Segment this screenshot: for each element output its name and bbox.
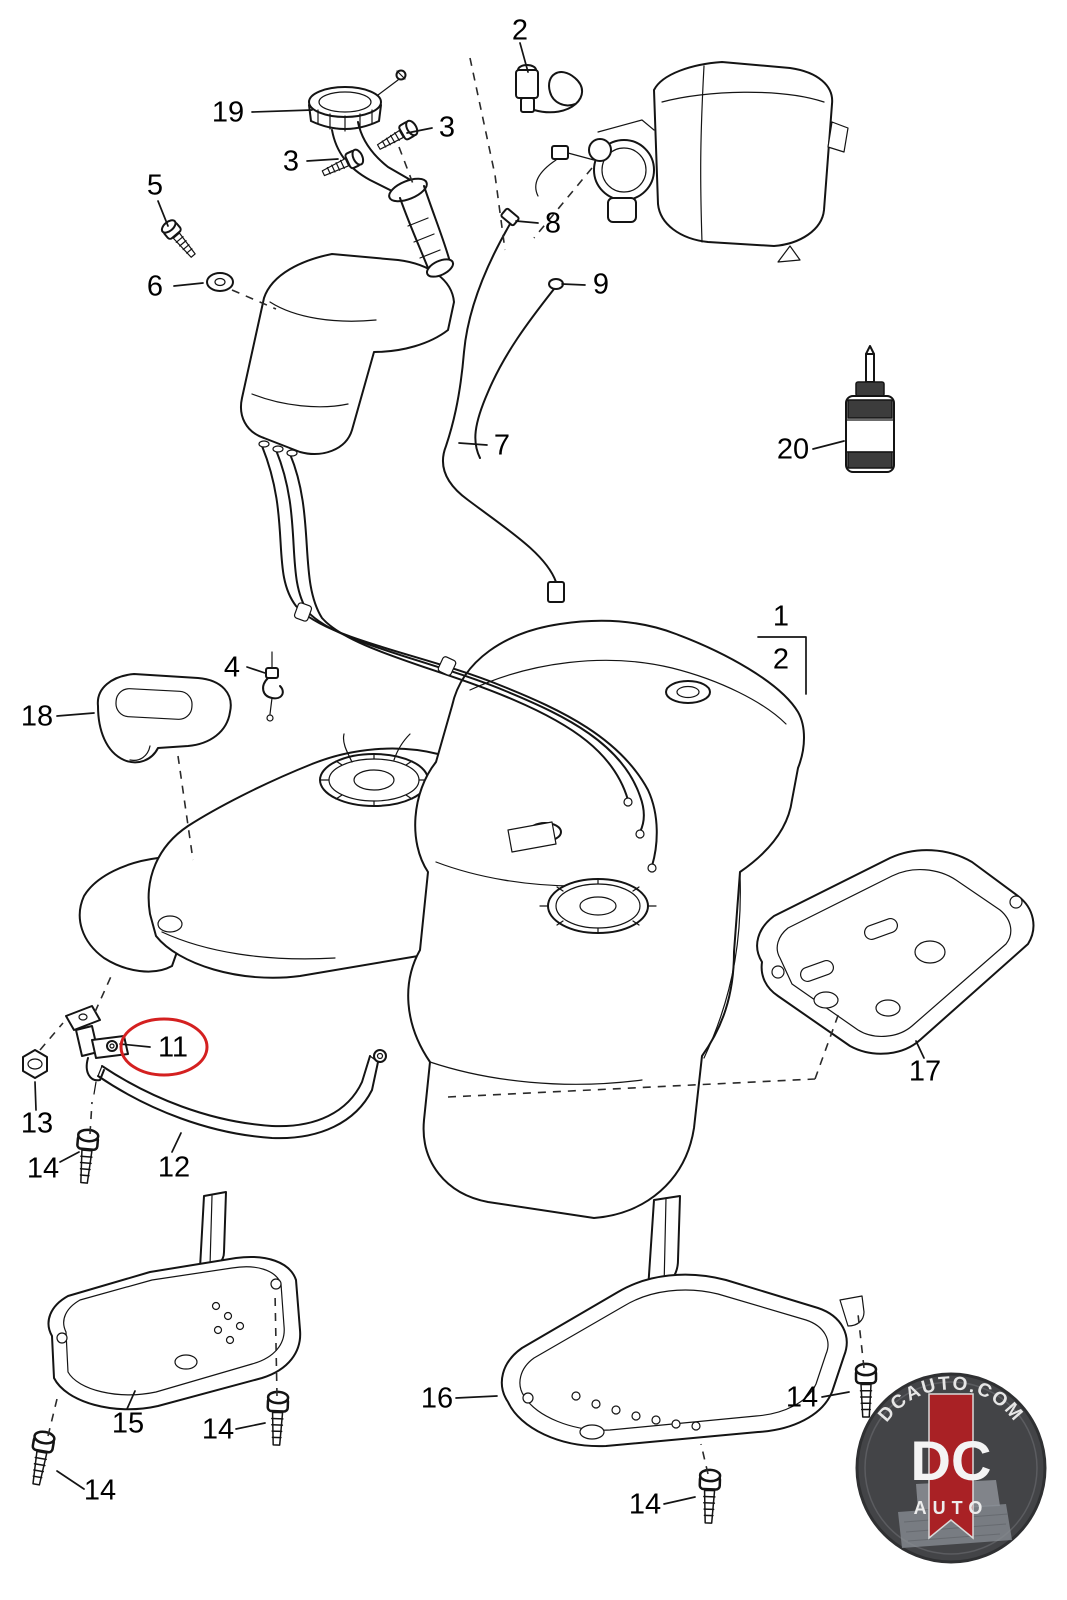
highlight-circle-part-11 [119,1017,209,1077]
badge-inner-ring [864,1381,1038,1555]
retaining-clip-4 [262,651,284,722]
screw-3-upper [373,117,421,155]
sealant-bottle-20 [845,345,895,473]
mounting-bracket-11 [65,1005,129,1095]
dashed-reference-lines [39,57,865,1475]
carbon-canister-assembly [535,61,849,263]
screw-14-c [25,1429,57,1488]
screw-14-b [265,1390,290,1447]
screw-5 [158,216,201,262]
fuel-filler-cap [308,69,407,132]
hex-nut-13 [22,1049,48,1079]
washer-6 [206,272,234,292]
skid-plate-15 [47,1191,302,1411]
connector-plug-2 [515,64,583,114]
fuel-line-bundle [261,445,658,873]
badge-sub-text: AUTO [914,1498,989,1518]
tension-strap-12 [97,1055,379,1140]
callout-leader-lines [34,42,925,1505]
badge-brand-text: DC [911,1429,992,1492]
vent-hoses [442,207,565,603]
fraction-label-lines [757,636,807,695]
filler-neck [331,121,455,278]
dcauto-watermark-badge: DCAUTO.COM DC AUTO [855,1372,1047,1564]
screw-14-e [697,1468,722,1525]
screw-3-lower [318,147,367,182]
stone-guard-17 [756,849,1035,1055]
main-fuel-tank [373,619,805,1219]
protective-shield-16 [500,1195,865,1448]
screw-14-d [854,1362,878,1419]
tank-cover-18 [96,673,232,764]
badge-red-ribbon [928,1393,974,1540]
screw-14-a [72,1127,100,1185]
expansion-tank [240,253,455,457]
